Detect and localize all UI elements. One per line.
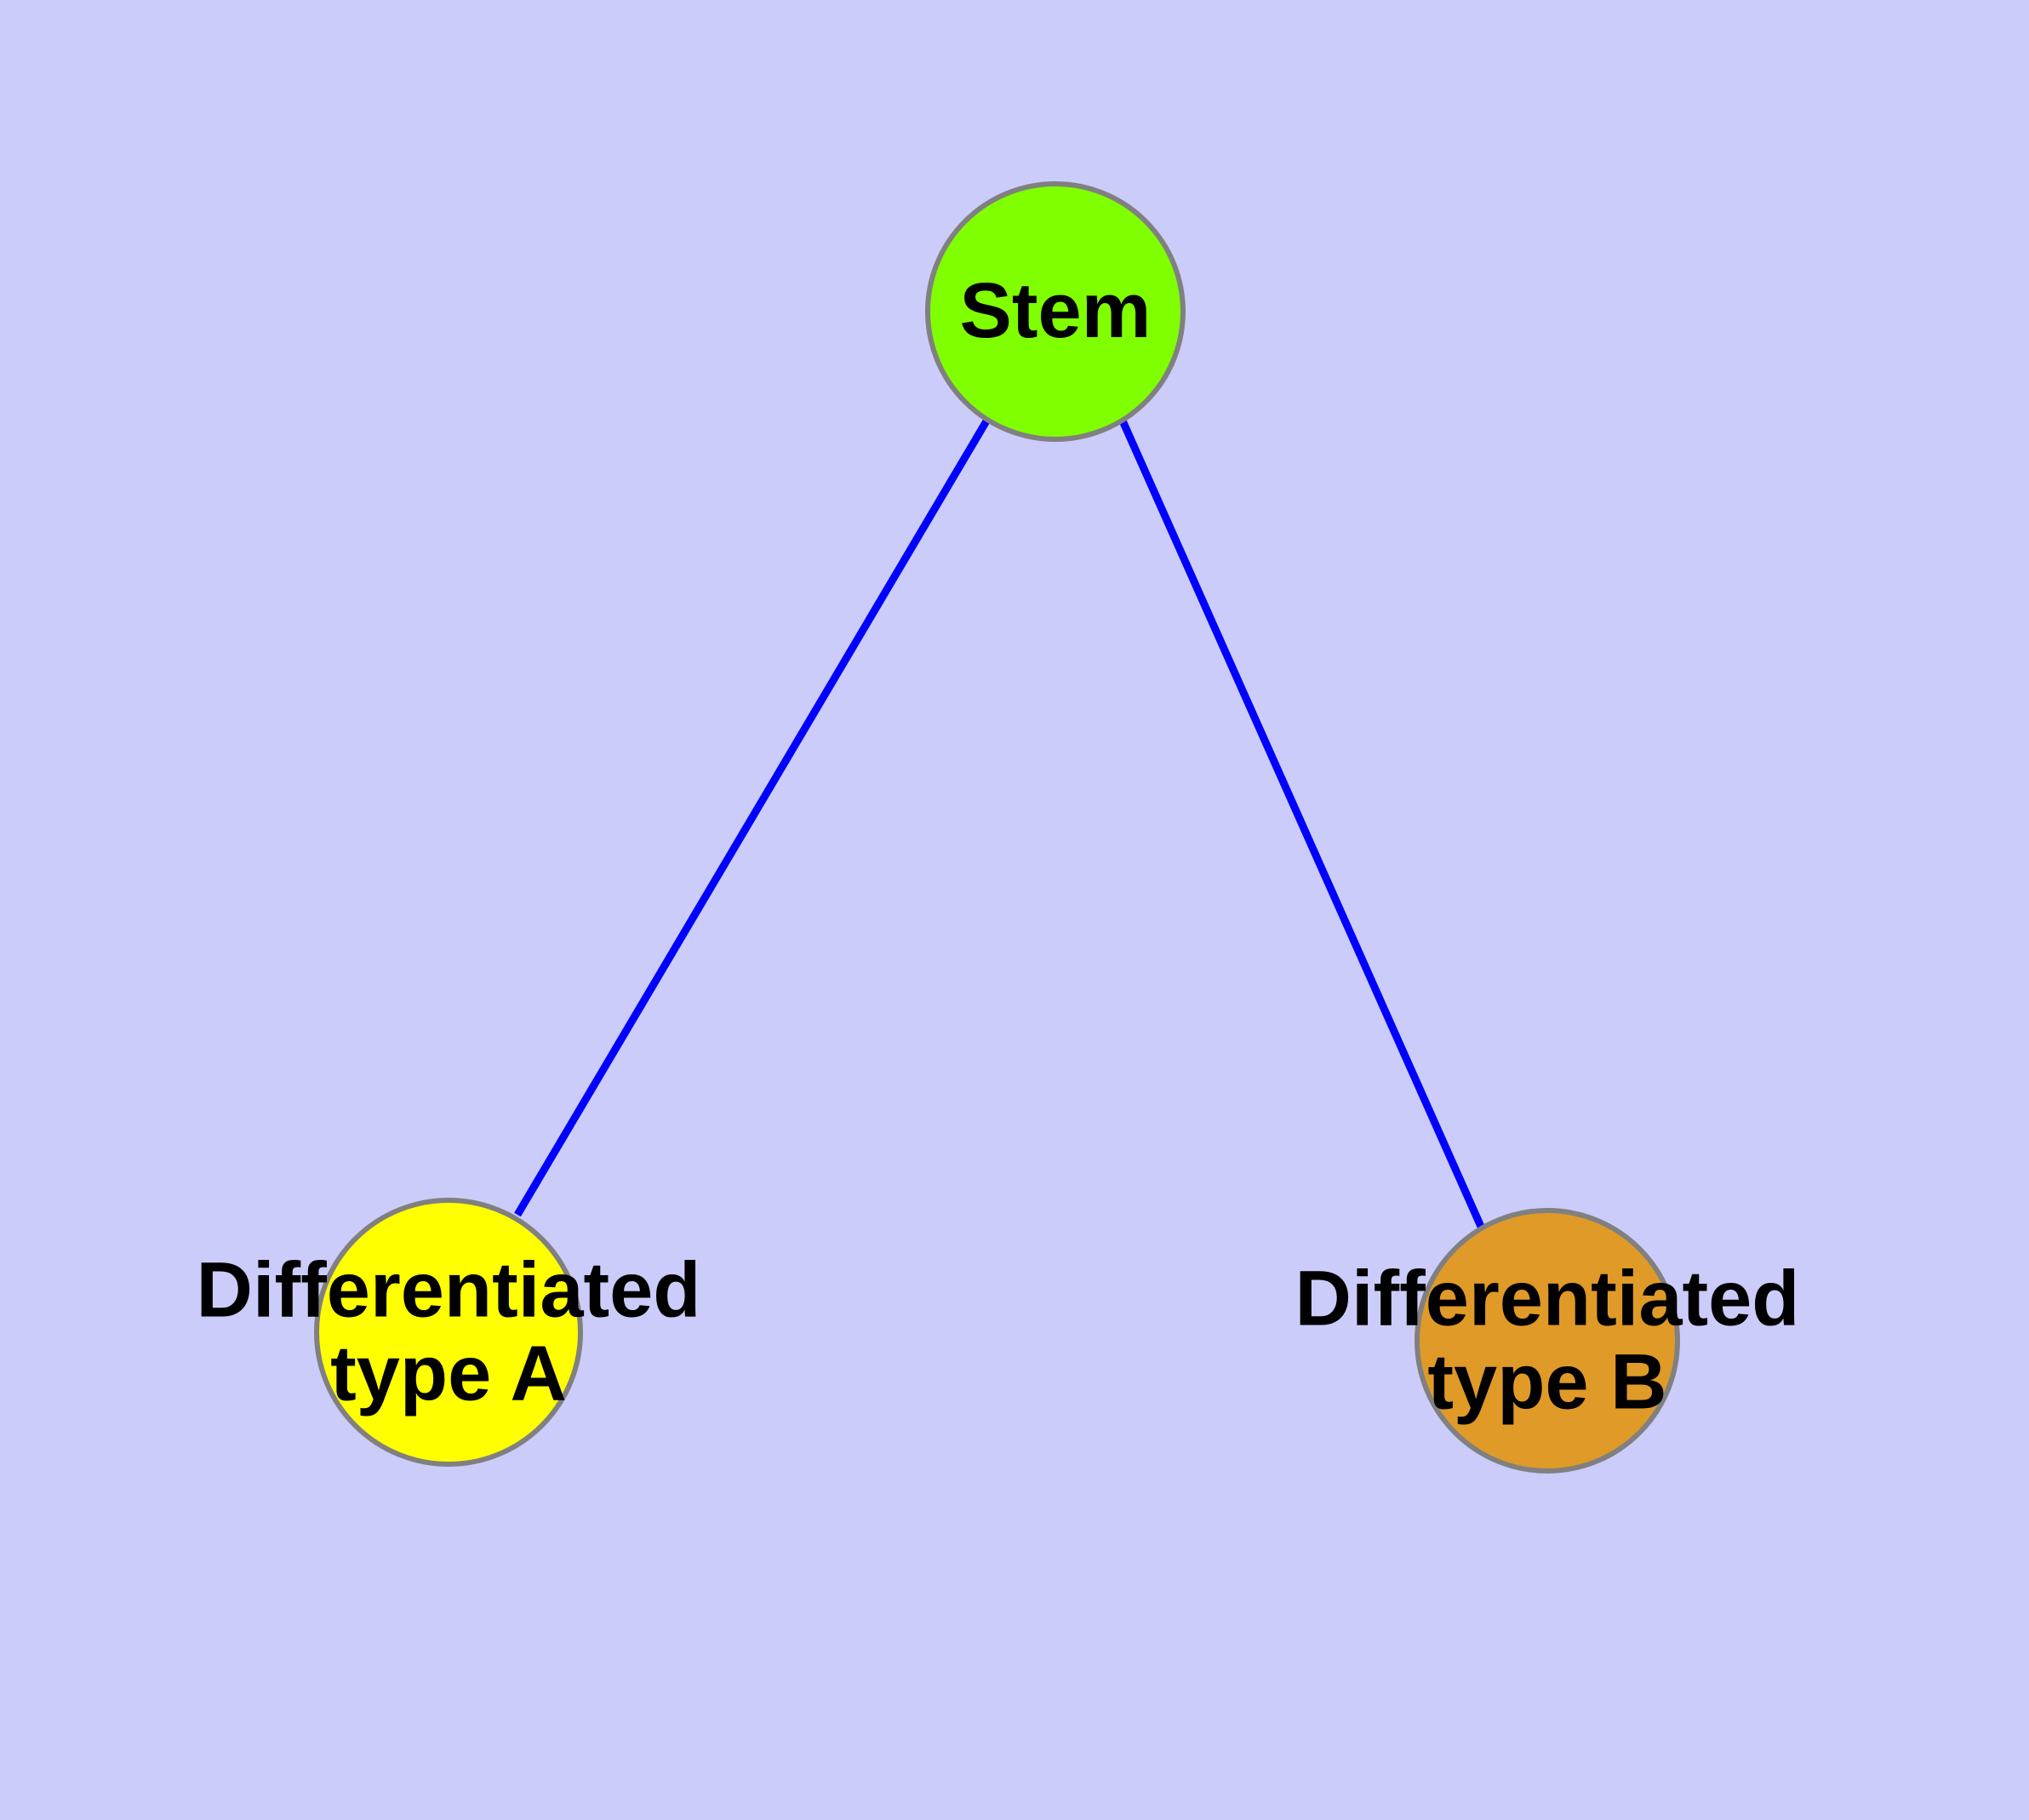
node-differentiated-type-a[interactable] bbox=[314, 1198, 583, 1467]
node-stem[interactable] bbox=[925, 181, 1186, 442]
node-layer bbox=[314, 181, 1680, 1474]
edge-stem-to-differentiated-type-a[interactable] bbox=[514, 417, 991, 1217]
node-differentiated-type-b[interactable] bbox=[1415, 1208, 1680, 1474]
edge-layer bbox=[514, 417, 1486, 1230]
edge-stem-to-differentiated-type-b[interactable] bbox=[1117, 417, 1486, 1230]
